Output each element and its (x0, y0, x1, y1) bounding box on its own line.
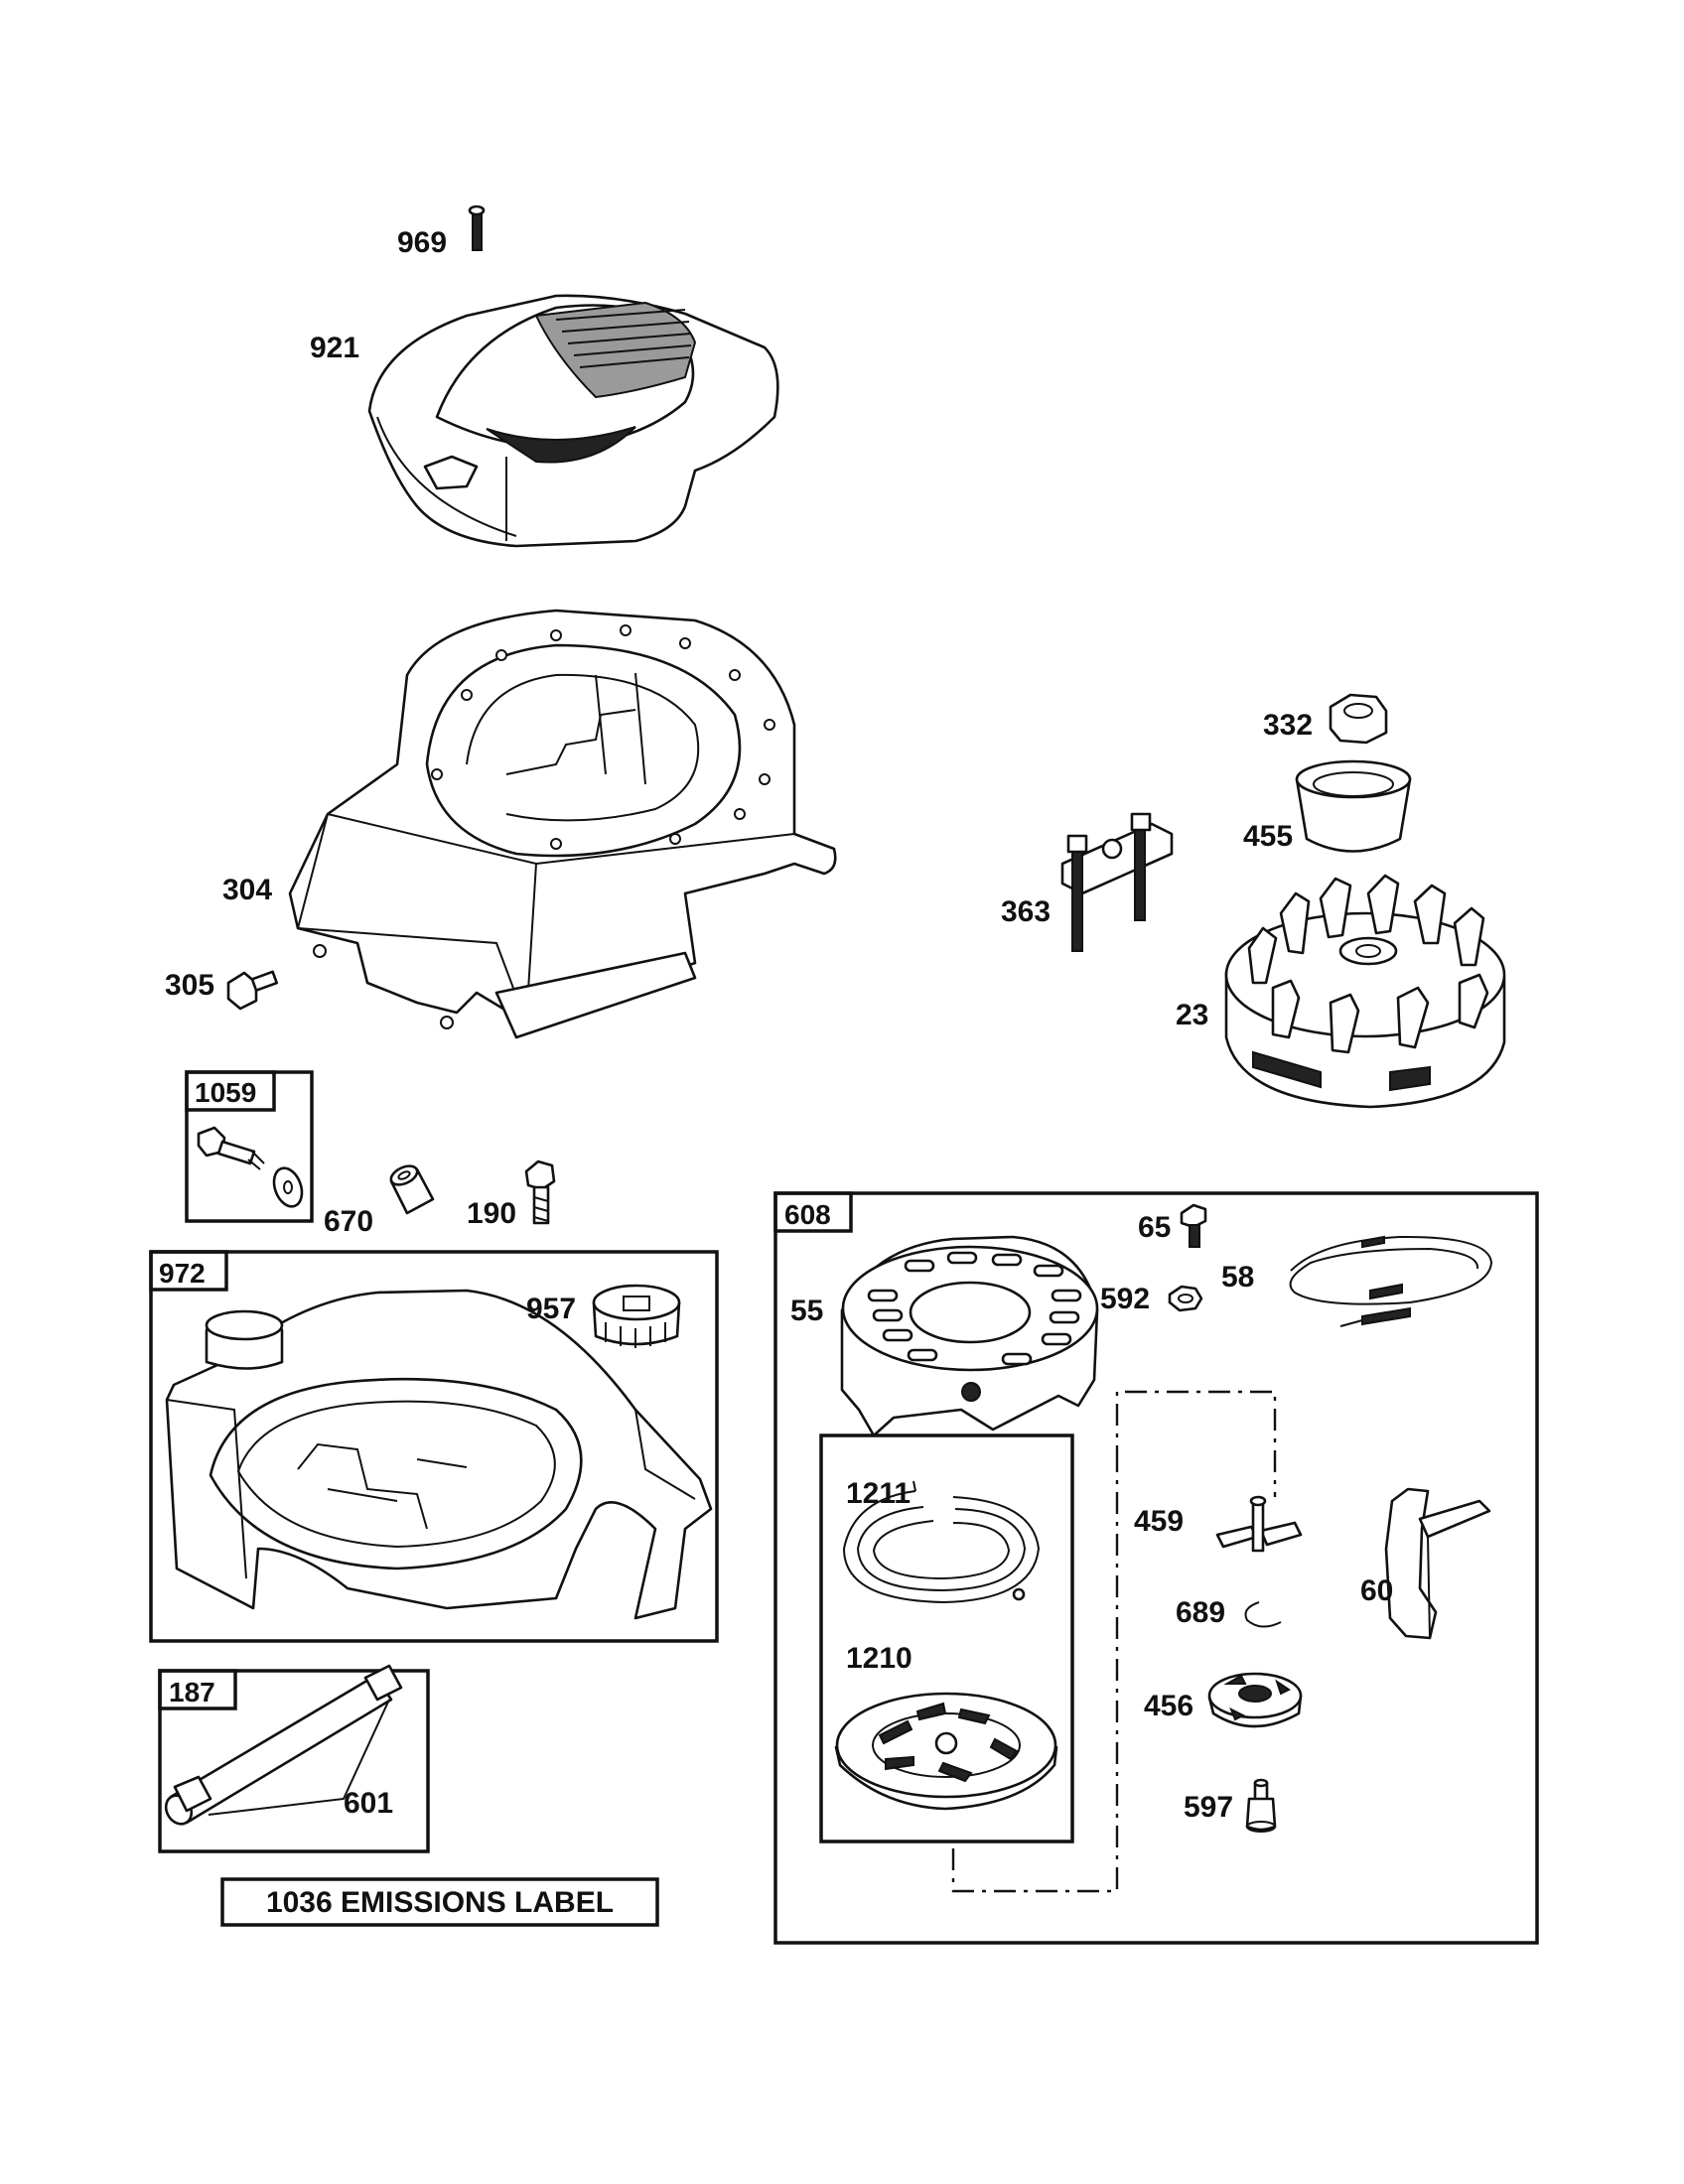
flywheel-23 (1224, 874, 1506, 1109)
kit-label-972 (149, 1250, 228, 1292)
callout-957: 957 (526, 1293, 576, 1325)
kit-label-608 (773, 1191, 853, 1233)
rewind-pulley-1210 (834, 1692, 1058, 1811)
callout-689: 689 (1176, 1596, 1225, 1629)
callout-332: 332 (1263, 709, 1313, 742)
dash-line-bottom (951, 1467, 1119, 1893)
callout-1210: 1210 (846, 1642, 912, 1675)
callout-670: 670 (324, 1205, 373, 1238)
callout-456: 456 (1144, 1690, 1193, 1722)
fuel-line-187 (164, 1664, 403, 1826)
nut-332 (1329, 693, 1388, 745)
callout-1059: 1059 (195, 1077, 256, 1108)
kit-box-spring-pulley (819, 1433, 1074, 1843)
bolt-305 (226, 970, 279, 1011)
callout-608: 608 (784, 1199, 831, 1230)
callout-972: 972 (159, 1258, 206, 1289)
cover-921 (367, 294, 779, 548)
fuel-tank-972 (165, 1289, 713, 1620)
screw-65 (1180, 1203, 1207, 1248)
screw-969 (468, 205, 486, 251)
starter-handle-60 (1384, 1487, 1491, 1640)
callout-969: 969 (397, 226, 447, 259)
callout-597: 597 (1184, 1791, 1233, 1824)
callout-23: 23 (1176, 999, 1208, 1031)
rewind-spring-1211 (842, 1480, 1041, 1604)
callout-187: 187 (169, 1677, 215, 1707)
kit-label-187 (158, 1669, 237, 1710)
pawl-459 (1215, 1495, 1303, 1553)
callout-1211: 1211 (846, 1477, 911, 1510)
nut-592 (1168, 1285, 1203, 1312)
callout-1036: 1036 EMISSIONS LABEL (266, 1886, 614, 1919)
fuel-cap-957 (592, 1284, 681, 1348)
kit-box-608 (773, 1191, 1539, 1945)
clip-689 (1244, 1601, 1282, 1628)
spacer-670 (389, 1164, 435, 1215)
blower-housing-304 (288, 609, 837, 1039)
emissions-label-box (220, 1877, 659, 1927)
callout-592: 592 (1100, 1283, 1150, 1315)
callout-304: 304 (222, 874, 272, 906)
callout-58: 58 (1221, 1261, 1254, 1294)
callout-55: 55 (790, 1295, 823, 1327)
dash-line-assembly (1115, 1390, 1277, 1497)
stud-190 (524, 1160, 556, 1225)
callout-455: 455 (1243, 820, 1293, 853)
bracket-363 (1060, 812, 1174, 952)
callout-60: 60 (1360, 1574, 1393, 1607)
callout-305: 305 (165, 969, 214, 1002)
ratchet-456 (1207, 1672, 1303, 1728)
callout-921: 921 (310, 332, 359, 364)
kit-label-1059 (185, 1070, 276, 1112)
bolt-washer-1059 (197, 1126, 304, 1208)
kit-box-187 (158, 1669, 430, 1853)
screw-597 (1245, 1778, 1277, 1833)
starter-rope-58 (1289, 1235, 1493, 1327)
callout-363: 363 (1001, 895, 1051, 928)
callout-190: 190 (467, 1197, 516, 1230)
callout-459: 459 (1134, 1505, 1184, 1538)
kit-box-972 (149, 1250, 719, 1643)
callout-601: 601 (344, 1787, 393, 1820)
starter-housing-55 (840, 1235, 1099, 1437)
starter-cup-455 (1295, 759, 1412, 853)
callout-65: 65 (1138, 1211, 1171, 1244)
